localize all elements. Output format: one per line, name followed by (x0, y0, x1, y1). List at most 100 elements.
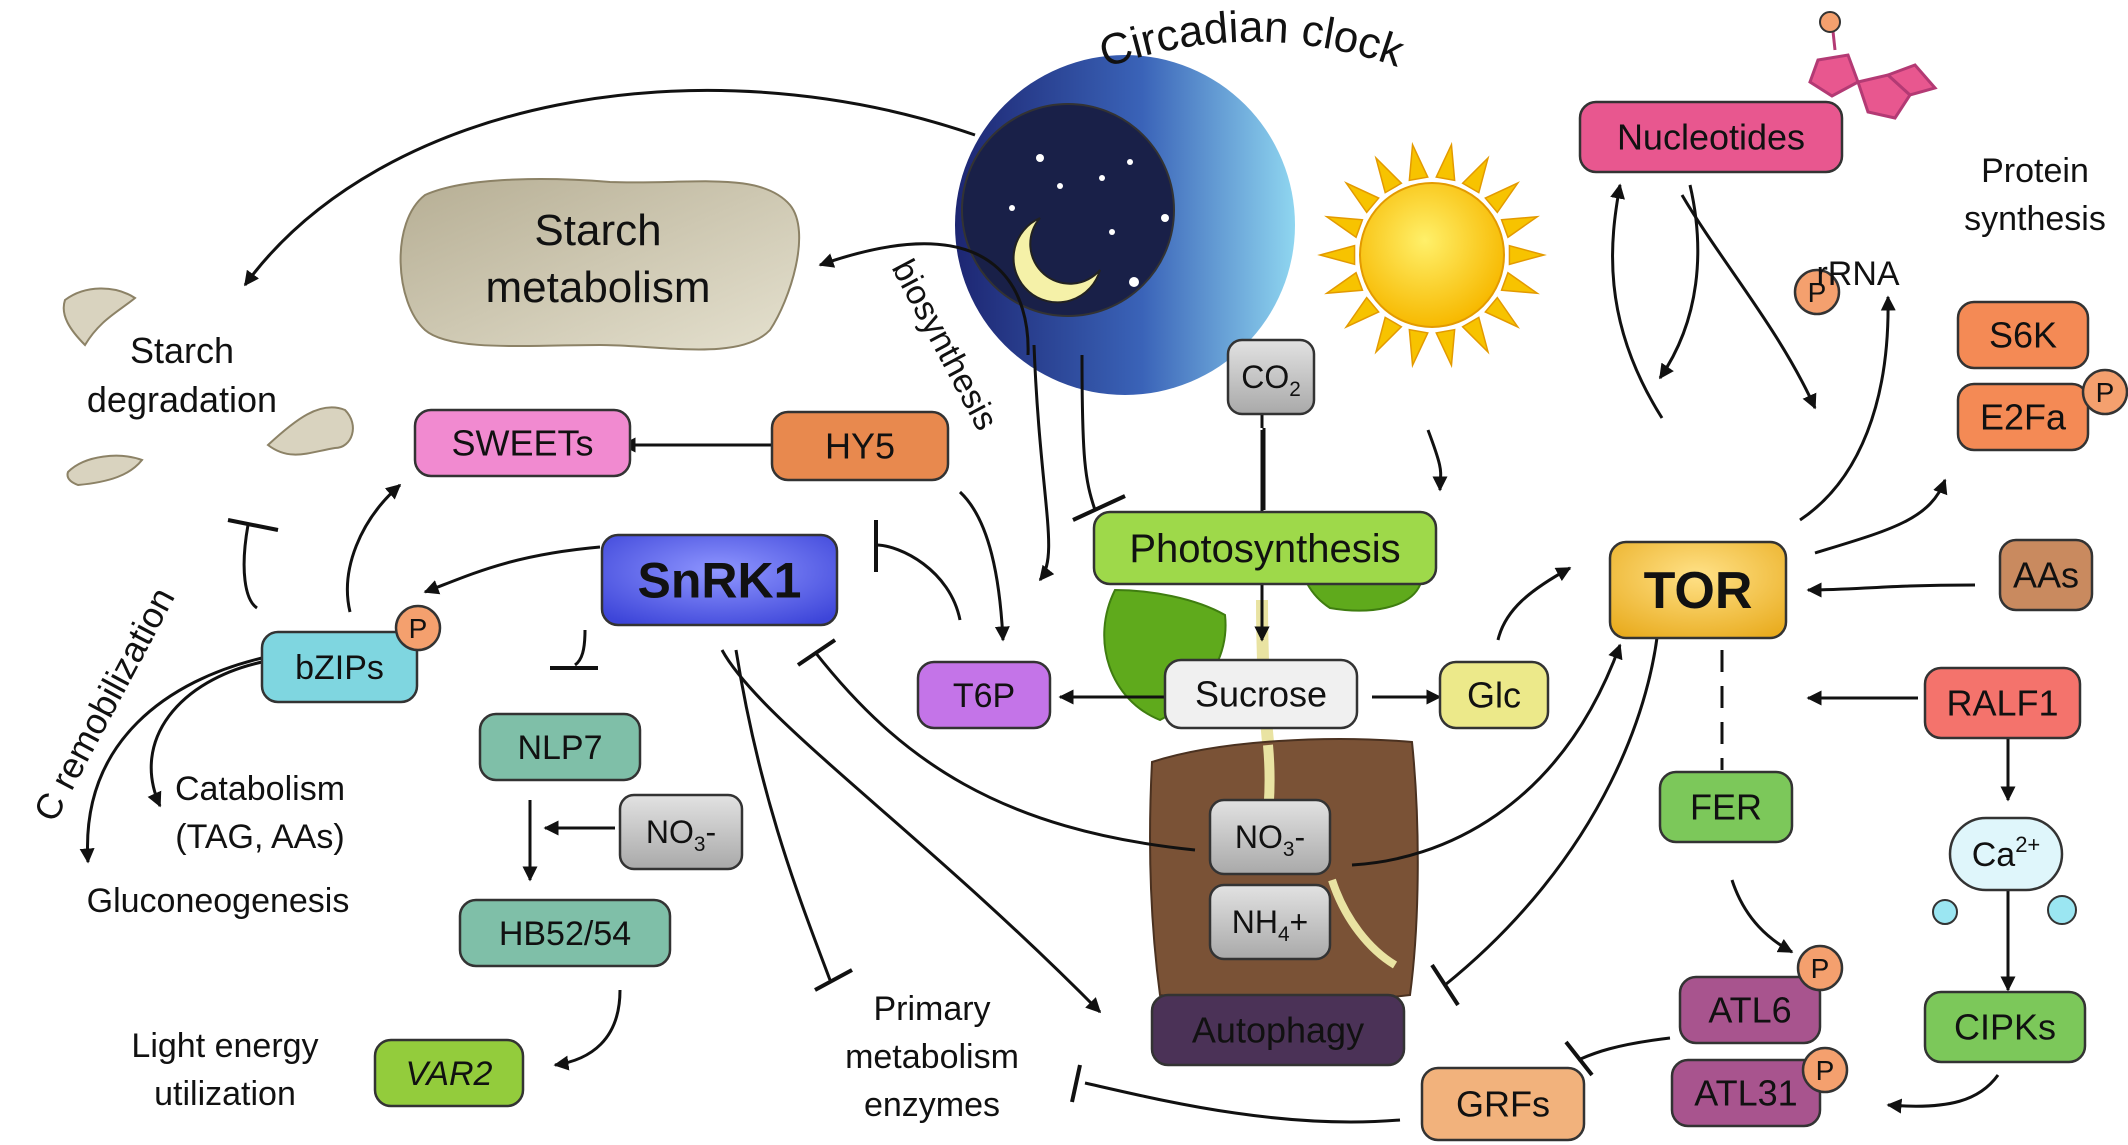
starch-metabolism-label: Starch (534, 206, 661, 255)
photosynthesis-label: Photosynthesis (1129, 527, 1400, 571)
ralf1-node: RALF1 (1923, 666, 2082, 740)
nlp7-label: NLP7 (517, 729, 602, 767)
aas-node: AAs (1998, 538, 2094, 612)
starch-degradation-label: degradation (87, 379, 277, 420)
var2-label: VAR2 (406, 1055, 493, 1093)
activation-arrow (1496, 566, 1572, 641)
no3-node: NO3- (618, 793, 744, 871)
svg-text:P: P (409, 613, 428, 644)
catabolism-label: (TAG, AAs) (175, 818, 344, 856)
primary-metabolism-label: metabolism (845, 1038, 1019, 1076)
nlp7-node: NLP7 (478, 712, 642, 782)
activation-arrow (958, 490, 1010, 642)
cipks-label: CIPKs (1954, 1007, 2056, 1048)
snrk1-node: SnRK1 (600, 533, 839, 627)
svg-text:Ca2+: Ca2+ (1972, 832, 2041, 874)
activation-arrow (1806, 582, 1976, 598)
phospho-badge: P (394, 604, 442, 652)
inhibition-line (734, 649, 832, 981)
activation-arrow (243, 89, 976, 287)
activation-arrow (1680, 194, 1817, 410)
atl6-node: ATL6 (1678, 975, 1822, 1045)
ralf1-label: RALF1 (1946, 683, 2058, 724)
glc-node: Glc (1438, 660, 1550, 730)
grfs-node: GRFs (1420, 1066, 1586, 1142)
inhibition-bar (1070, 1064, 1082, 1103)
svg-text:NH4+: NH4+ (1232, 904, 1308, 946)
atl31-label: ATL31 (1694, 1073, 1797, 1114)
hb5254-node: HB52/54 (458, 898, 672, 968)
starch-metabolism-label: metabolism (486, 263, 711, 312)
activation-arrow (147, 660, 263, 808)
activation-arrow (1610, 183, 1664, 419)
activation-arrow (1814, 478, 1948, 555)
bzips-node: bZIPs (260, 630, 419, 704)
inhibition-line (1444, 594, 1662, 987)
gluconeogenesis-label: Gluconeogenesis (87, 882, 350, 920)
t6p-node: T6P (916, 660, 1052, 730)
inhibition-line (1084, 1081, 1401, 1124)
inhibition-bar (1564, 1040, 1594, 1077)
sweets-node: SWEETs (413, 408, 632, 478)
autophagy-node: Autophagy (1150, 993, 1406, 1067)
starch-granule-icon (62, 287, 137, 347)
svg-text:P: P (1808, 277, 1827, 308)
nucleotide-molecule-icon (1808, 21, 1938, 120)
e2fa-node: E2Fa (1956, 382, 2090, 452)
activation-arrow (1886, 1074, 2000, 1114)
inhibition-bar (227, 518, 279, 532)
primary-metabolism-label: enzymes (864, 1086, 1000, 1124)
rrna-label: rRNA (1816, 255, 1899, 293)
sweets-label: SWEETs (451, 423, 593, 464)
moon-icon (1012, 217, 1101, 304)
starch-granule-icon (66, 454, 144, 487)
starch-granule-icon (266, 406, 354, 456)
protein-synthesis-label: synthesis (1964, 200, 2106, 238)
phospho-badge: P (2081, 368, 2128, 416)
hy5-label: HY5 (825, 426, 895, 467)
tor-label: TOR (1644, 562, 1753, 620)
phosphate-icon (1819, 11, 1841, 33)
cipks-node: CIPKs (1923, 990, 2087, 1064)
sucrose-label: Sucrose (1195, 674, 1327, 715)
svg-text:CO2: CO2 (1241, 359, 1301, 401)
activation-arrow (79, 656, 263, 864)
co2-node: CO2 (1226, 338, 1316, 416)
activation-arrow (1426, 429, 1448, 492)
inhibition-line (1577, 1036, 1671, 1062)
inhibition-bar (796, 638, 837, 667)
nh4-soil-node: NH4+ (1208, 883, 1332, 961)
inhibition-bar (1072, 494, 1126, 522)
sun-icon (1317, 141, 1547, 369)
no3-soil-node: NO3- (1208, 798, 1332, 876)
light-energy-label: Light energy (131, 1027, 318, 1065)
light-energy-label: utilization (154, 1075, 296, 1113)
phospho-badge: P (1796, 944, 1844, 992)
photosynthesis-node: Photosynthesis (1092, 510, 1438, 586)
svg-text:P: P (2096, 377, 2115, 408)
fer-node: FER (1658, 770, 1794, 844)
hy5-node: HY5 (770, 410, 950, 482)
hb5254-label: HB52/54 (499, 915, 631, 953)
grfs-label: GRFs (1456, 1084, 1550, 1125)
inhibition-bar (1430, 963, 1460, 1007)
phospho-badge: P (1801, 1046, 1849, 1094)
svg-text:P: P (1811, 953, 1830, 984)
snrk1-label: SnRK1 (638, 553, 802, 609)
s6k-node: S6K (1956, 300, 2090, 370)
sucrose-node: Sucrose (1163, 658, 1359, 730)
t6p-label: T6P (953, 677, 1015, 715)
phospho-badge: P (1793, 268, 1841, 316)
nucleotides-node: Nucleotides (1578, 100, 1844, 174)
calcium-droplet-icon (1932, 899, 1958, 925)
inhibition-line (1080, 354, 1097, 511)
atl6-label: ATL6 (1708, 990, 1791, 1031)
starch-degradation-label: Starch (130, 330, 234, 371)
var2-node: VAR2 (373, 1038, 525, 1108)
activation-arrow (345, 483, 402, 613)
nucleotides-label: Nucleotides (1617, 117, 1805, 158)
fer-label: FER (1690, 787, 1762, 828)
starch-metabolism-blob (399, 178, 801, 351)
